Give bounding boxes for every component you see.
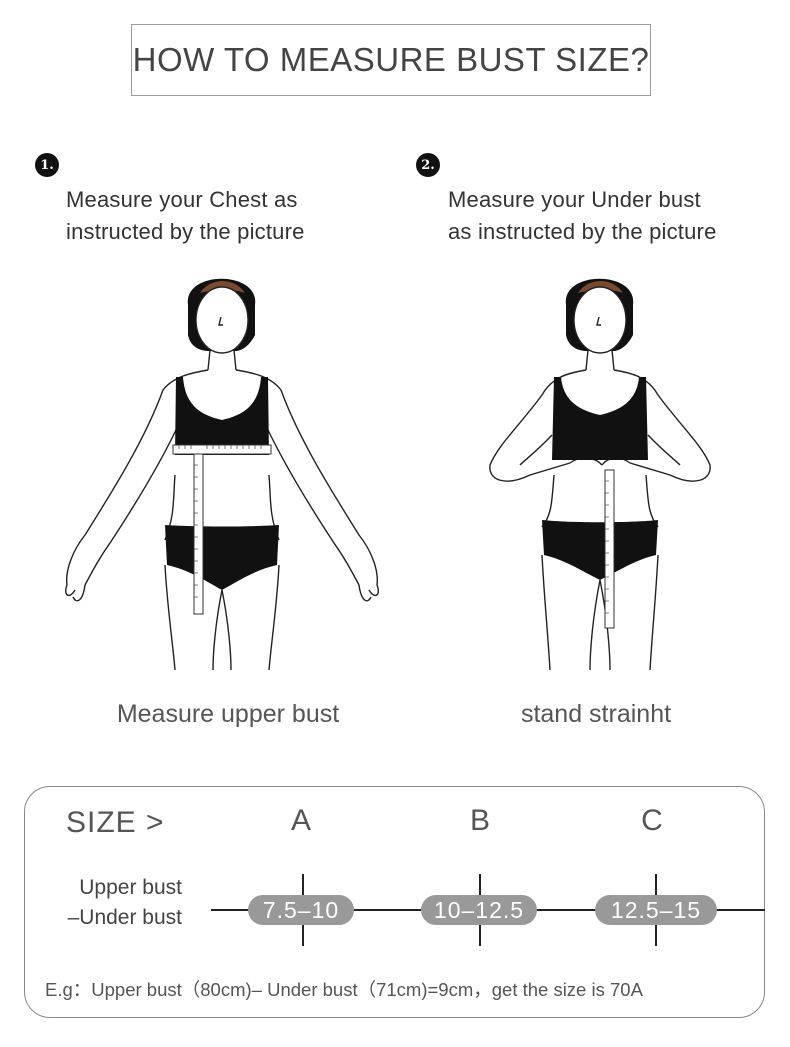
range-pill-a: 7.5–10 [248, 895, 354, 925]
row-label-line-1: Upper bust [79, 876, 182, 899]
step-1-line-1: Measure your Chest as [66, 187, 298, 212]
size-label: SIZE > [66, 806, 165, 839]
row-label: Upper bust –Under bust [22, 873, 182, 933]
step-2-line-2: as instructed by the picture [448, 219, 717, 244]
row-label-line-2: –Under bust [67, 906, 182, 929]
step-2-badge: 2. [416, 153, 440, 177]
step-1-instruction: Measure your Chest as instructed by the … [66, 184, 305, 248]
range-pill-b: 10–12.5 [421, 895, 537, 925]
size-column-a: A [290, 804, 311, 837]
page-title: HOW TO MEASURE BUST SIZE? [131, 24, 651, 96]
figure-under-bust-illustration [489, 278, 711, 671]
step-2-line-1: Measure your Under bust [448, 187, 701, 212]
step-2-instruction: Measure your Under bust as instructed by… [448, 184, 717, 248]
size-example-note: E.g：Upper bust（80cm)– Under bust（71cm)=9… [45, 979, 643, 1000]
step-1-badge: 1. [35, 153, 59, 177]
step-1-line-2: instructed by the picture [66, 219, 305, 244]
range-pill-c: 12.5–15 [595, 895, 717, 925]
figure-upper-bust-illustration [65, 278, 379, 671]
size-column-b: B [469, 804, 490, 837]
step-2-caption: stand strainht [520, 700, 672, 728]
size-column-c: C [641, 804, 663, 837]
step-1-caption: Measure upper bust [116, 700, 340, 728]
size-chart-panel [24, 786, 765, 1018]
